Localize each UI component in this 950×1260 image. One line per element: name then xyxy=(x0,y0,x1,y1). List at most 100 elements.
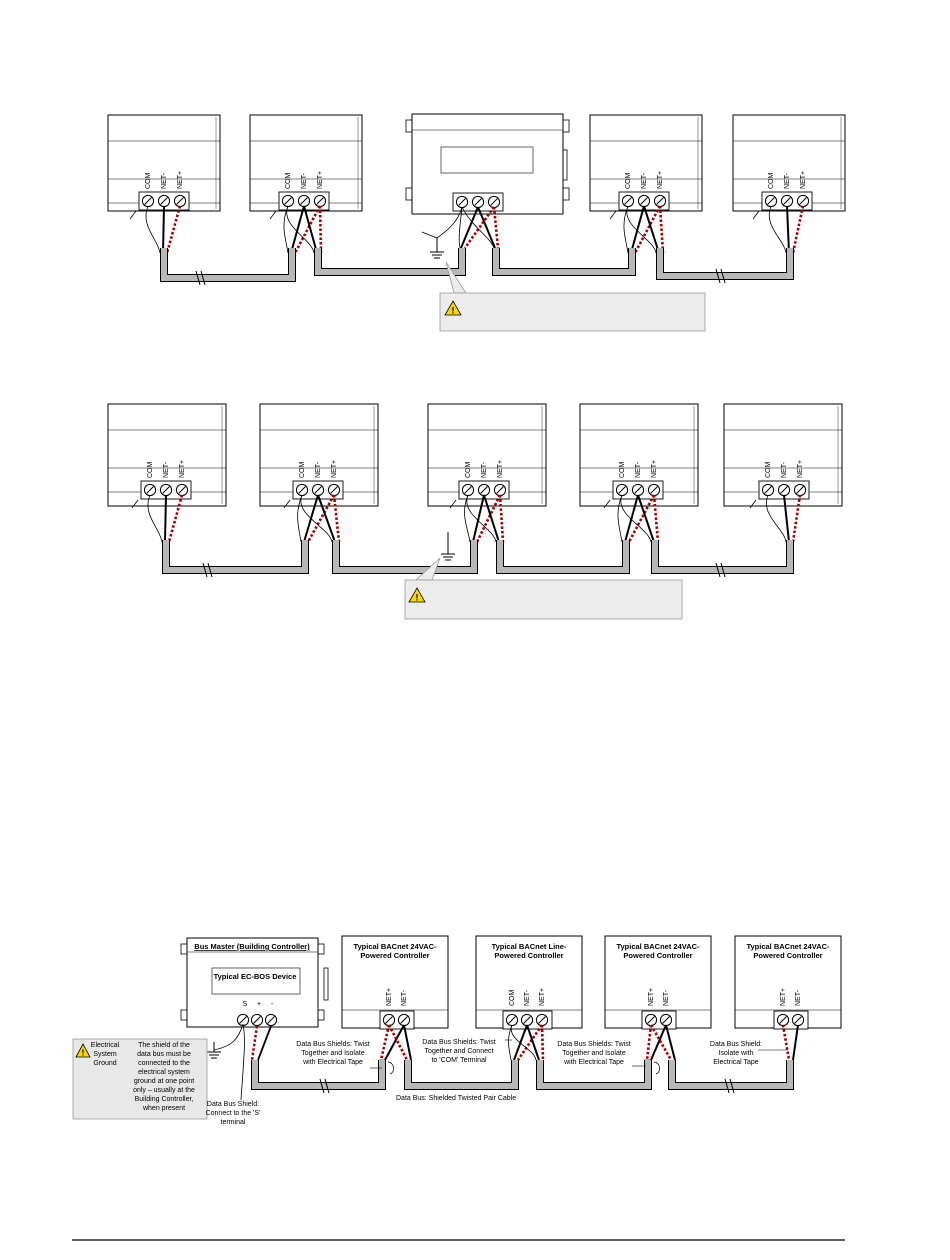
terminal-label-com: COM xyxy=(765,462,772,479)
terminal-label-com: COM xyxy=(625,173,632,190)
terminal-wiring xyxy=(297,494,341,543)
terminal-screw-icon xyxy=(295,483,309,497)
terminal-label-net-minus: NET- xyxy=(641,172,648,189)
terminal-label-com: COM xyxy=(619,462,626,479)
terminal-screw-icon xyxy=(653,194,667,208)
note-twist-tape-1: Together and Isolate xyxy=(301,1050,365,1057)
terminal-screw-icon xyxy=(175,483,189,497)
ground-callout-text: The shield of the xyxy=(138,1042,190,1049)
terminal-wiring xyxy=(768,205,805,254)
terminal-label-net-plus: NET+ xyxy=(497,460,504,478)
note-twist-tape-1: with Electrical Tape xyxy=(302,1059,363,1066)
terminal-screw-icon xyxy=(461,483,475,497)
terminal-label-net-plus: NET+ xyxy=(651,460,658,478)
d2-cable-3-fill xyxy=(497,540,629,573)
terminal-label-net-plus: NET+ xyxy=(657,171,664,189)
terminal-label: NET+ xyxy=(780,988,787,1006)
terminal-screw-icon xyxy=(505,1013,519,1027)
terminal-screw-icon xyxy=(264,1013,278,1027)
note-isolate: Isolate with xyxy=(718,1050,753,1057)
ground-callout-text: connected to the xyxy=(138,1060,190,1067)
terminal-screw-icon xyxy=(281,194,295,208)
note-twist-tape-2: Together and Isolate xyxy=(562,1050,626,1057)
terminal-label-com: COM xyxy=(285,173,292,190)
controller-title: Typical BACnet Line- xyxy=(492,942,567,951)
bus-master-terminal-s: S xyxy=(243,1001,248,1008)
terminal-screw-icon xyxy=(297,194,311,208)
d1-cable-4 xyxy=(656,248,794,280)
terminal-screw-icon xyxy=(791,1013,805,1027)
cable-break-icon xyxy=(195,268,726,286)
ground-callout-text: Building Controller, xyxy=(135,1096,194,1103)
d1-cable-1 xyxy=(160,248,296,282)
bus-master-wiring xyxy=(213,1023,272,1101)
terminal-screw-icon xyxy=(313,194,327,208)
terminal-screw-icon xyxy=(493,483,507,497)
terminal-wiring xyxy=(623,205,665,254)
terminal-screw-icon xyxy=(796,194,810,208)
terminal-screw-icon xyxy=(659,1013,673,1027)
terminal-wiring xyxy=(617,494,660,543)
terminal-screw-icon xyxy=(311,483,325,497)
terminal-screw-icon xyxy=(535,1013,549,1027)
terminal-screw-icon xyxy=(159,483,173,497)
terminal-wiring xyxy=(765,494,802,543)
terminal-wiring xyxy=(781,1024,799,1061)
terminal-screw-icon xyxy=(780,194,794,208)
d2-cable-1 xyxy=(162,540,309,574)
terminal-label-net-plus: NET+ xyxy=(177,171,184,189)
ground-callout-label: Electrical xyxy=(91,1042,120,1049)
terminal-wiring xyxy=(436,206,500,249)
terminal-label-com: COM xyxy=(299,462,306,479)
terminal-label-com: COM xyxy=(465,462,472,479)
bus-master-title: Bus Master (Building Controller) xyxy=(194,942,310,951)
terminal-label: NET+ xyxy=(648,988,655,1006)
terminal-screw-icon xyxy=(173,194,187,208)
cable-break-icon xyxy=(319,1078,735,1094)
ground-callout-text: ground at one point xyxy=(134,1078,194,1085)
svg-text:!: ! xyxy=(416,593,419,603)
terminal-wiring xyxy=(645,1024,676,1061)
d3-cables xyxy=(251,1060,794,1094)
d2-cable-3 xyxy=(496,540,630,574)
terminal-screw-icon xyxy=(143,483,157,497)
terminal-label-net-minus: NET- xyxy=(301,172,308,189)
d1-cable-4-fill xyxy=(657,248,793,279)
d1-ground-callout: ! xyxy=(439,261,706,332)
terminal-wiring xyxy=(379,1024,412,1061)
note-twist-tape-2: Data Bus Shields: Twist xyxy=(557,1041,630,1048)
terminal-screw-icon xyxy=(455,195,469,209)
terminal-screw-icon xyxy=(637,194,651,208)
d2-cable-4 xyxy=(651,540,794,574)
d1-controller-4: COM NET- NET+ xyxy=(589,114,703,254)
terminal-screw-icon xyxy=(761,483,775,497)
terminal-label: NET+ xyxy=(386,988,393,1006)
d1-cables xyxy=(160,248,794,286)
terminal-wiring xyxy=(145,205,182,254)
terminal-label-com: COM xyxy=(768,173,775,190)
terminal-screw-icon xyxy=(520,1013,534,1027)
ground-callout-text: data bus must be xyxy=(137,1051,191,1058)
terminal-label-net-minus: NET- xyxy=(784,172,791,189)
d3-controller-1: Typical BACnet 24VAC-Powered ControllerN… xyxy=(341,935,449,1061)
terminal-screw-icon xyxy=(250,1013,264,1027)
d3-cable-4-fill xyxy=(669,1060,793,1089)
note-shield-s: terminal xyxy=(221,1119,246,1126)
terminal-label: COM xyxy=(509,990,516,1007)
terminal-wiring xyxy=(464,494,505,543)
terminal-screw-icon xyxy=(157,194,171,208)
note-twist-com: Together and Connect xyxy=(425,1048,494,1055)
d3-controller-2: Typical BACnet Line-Powered ControllerCO… xyxy=(475,935,583,1061)
terminal-wiring xyxy=(283,205,323,254)
d2-cable-2 xyxy=(332,540,478,574)
ground-callout-text: electrical system xyxy=(138,1069,190,1076)
terminal-screw-icon xyxy=(141,194,155,208)
svg-text:!: ! xyxy=(452,306,455,316)
